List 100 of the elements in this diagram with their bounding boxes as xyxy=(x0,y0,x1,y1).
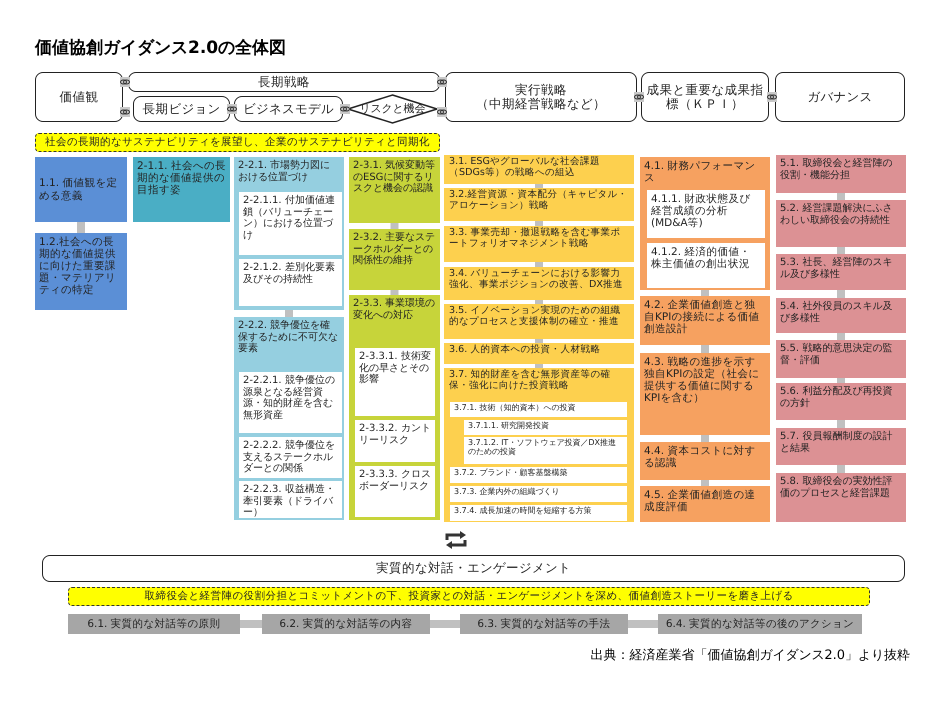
box-label: 6.3. 実質的な対話等の手法 xyxy=(477,618,611,630)
item-box xyxy=(450,467,627,483)
box-label: 3.5. イノベーション実現のための組織的なプロセスと支援体制の確立・推進 xyxy=(449,305,622,328)
item-box xyxy=(450,486,627,502)
item-box xyxy=(349,295,440,520)
box-label: 6.1. 実質的な対話等の原則 xyxy=(87,618,221,630)
box-label: 5.2. 経営課題解決にふさわしい取締役会の持続性 xyxy=(780,203,894,226)
connector-bar xyxy=(390,223,398,229)
item-box xyxy=(776,254,906,290)
category-box xyxy=(35,72,123,122)
box-label: 2-2.2.2. 競争優位を支えるステークホルダーとの関係 xyxy=(243,440,336,474)
category-box xyxy=(775,72,905,122)
box-label: 3.2.経営資源・資本配分（キャピタル・アロケーション）戦略 xyxy=(449,189,628,212)
box-label: 5.7. 役員報酬制度の設計と結果 xyxy=(780,431,894,454)
box-label: 2-2.2.1. 競争優位の源泉となる経営資源・知的財産を含む無形資産 xyxy=(243,375,336,421)
box-label: 3.7.1. 技術（知的資本）への投資 xyxy=(454,403,576,412)
box-label: 長期戦略 xyxy=(258,74,310,90)
box-label: 2-3.3. 事業環境の変化への対応 xyxy=(353,298,436,321)
item-box xyxy=(355,466,435,517)
item-box xyxy=(776,200,906,247)
item-box xyxy=(640,442,770,480)
box-label: 3.7.3. 企業内外の組織づくり xyxy=(454,487,560,496)
box-label: 4.1. 財務パフォーマンス xyxy=(644,160,756,184)
item-box xyxy=(464,420,627,435)
box-label: ガバナンス xyxy=(808,90,872,104)
box-label: 3.7.1.2. IT・ソフトウェア投資／DX推進のための投資 xyxy=(468,438,617,456)
item-box xyxy=(444,304,634,339)
box-label: 5.3. 社長、経営陣のスキル及び多様性 xyxy=(780,257,894,280)
box-label: 6.4. 実質的な対話等の後のアクション xyxy=(666,618,854,630)
box-label: 3.4. バリューチェーンにおける影響力強化、事業ポジションの改善、DX推進 xyxy=(449,268,624,290)
category-band xyxy=(128,72,440,92)
box-label: 価値観 xyxy=(60,90,98,104)
item-box xyxy=(776,298,906,333)
connector-bar xyxy=(837,333,845,340)
item-box xyxy=(444,226,634,262)
box-subtitle: （中期経営戦略など） xyxy=(476,97,606,112)
connector-bar xyxy=(430,620,460,628)
box-label: 2-2.2.3. 収益構造・牽引要素（ドライバー） xyxy=(243,484,336,518)
box-label: 3.7.1.1. 研究開発投資 xyxy=(468,421,550,430)
box-label: ビジネスモデル xyxy=(243,102,334,116)
category-box xyxy=(445,72,637,122)
connector-bar xyxy=(285,310,293,317)
item-box xyxy=(450,505,627,521)
box-label: 2-3.3.1. 技術変化の早さとその影響 xyxy=(359,351,431,386)
category-box xyxy=(234,96,343,122)
item-box xyxy=(640,486,770,522)
box-label: 6.2. 実質的な対話等の内容 xyxy=(279,618,413,630)
connector-bar xyxy=(701,345,709,353)
box-label: 2-3.3.3. クロスボーダーリスク xyxy=(359,469,431,492)
box-label: 2-2.2. 競争優位を確保するために不可欠な要素 xyxy=(238,320,339,354)
box-label: 長期ビジョン xyxy=(142,102,220,116)
box-label: 取締役会と経営陣の役割分担とコミットメントの下、投資家との対話・エンゲージメントを深め、価値創造ストーリーを磨き上げる xyxy=(144,590,794,603)
item-box xyxy=(349,157,440,223)
item-box xyxy=(239,372,342,433)
box-label: 3.3. 事業売却・撤退戦略を含む事業ポートフォリオマネジメント戦略 xyxy=(449,227,622,250)
connector-bar xyxy=(701,480,709,486)
connector-bar xyxy=(535,300,543,304)
item-box xyxy=(444,267,634,300)
item-box xyxy=(444,188,634,221)
item-box xyxy=(450,402,627,417)
item-box xyxy=(640,157,770,290)
box-label: 4.2. 企業価値創造と独自KPIの接続による価値創造設計 xyxy=(644,299,760,336)
box-label: 2-3.3.2. カントリーリスク xyxy=(359,423,431,446)
box-label: 5.1. 取締役会と経営陣の役割・機能分担 xyxy=(780,158,894,181)
box-label: 3.7.2. ブランド・顧客基盤構築 xyxy=(454,468,568,478)
item-box xyxy=(658,614,862,634)
item-box xyxy=(239,481,342,518)
connector-bar xyxy=(701,290,709,296)
item-box xyxy=(239,259,342,306)
box-label: 5.8. 取締役会の実効性評価のプロセスと経営課題 xyxy=(780,476,894,499)
item-box xyxy=(35,157,127,222)
box-label: 2-3.2. 主要なステークホルダーとの関係性の維持 xyxy=(353,232,436,266)
box-label: 1.1. 価値観を定める意義 xyxy=(39,177,118,202)
box-label: 4.1.1. 財政状態及び経営成績の分析(MD&A等) xyxy=(651,193,752,230)
connector-bar xyxy=(535,262,543,267)
item-box xyxy=(776,428,906,465)
connector-bar xyxy=(628,620,658,628)
connector-bar xyxy=(837,247,845,254)
connector-bar xyxy=(535,339,543,343)
source-note: 出典：経済産業省「価値協創ガイダンス2.0」より抜粋 xyxy=(590,647,910,664)
item-box xyxy=(776,155,906,193)
connector-bar xyxy=(837,378,845,383)
item-box xyxy=(444,343,634,364)
item-box xyxy=(234,157,344,310)
box-label: 4.1.2. 経済的価値・株主価値の創出状況 xyxy=(651,246,752,270)
highlight-band xyxy=(68,587,870,606)
box-label: 3.6. 人的資本への投資・人材戦略 xyxy=(449,344,602,356)
connector-bar xyxy=(535,184,543,188)
connector-bar xyxy=(837,420,845,428)
item-box xyxy=(239,192,342,255)
category-box xyxy=(641,72,769,122)
item-box xyxy=(262,614,430,634)
box-label: 社会の長期的なサステナビリティを展望し、企業のサステナビリティと同期化 xyxy=(45,136,430,149)
item-box xyxy=(349,229,440,290)
box-label: 3.7. 知的財産を含む無形資産等の確保・強化に向けた投資戦略 xyxy=(449,369,612,392)
item-box xyxy=(239,437,342,478)
item-box xyxy=(35,233,127,310)
item-box xyxy=(68,614,240,634)
item-box xyxy=(640,353,770,435)
item-box xyxy=(647,190,765,238)
